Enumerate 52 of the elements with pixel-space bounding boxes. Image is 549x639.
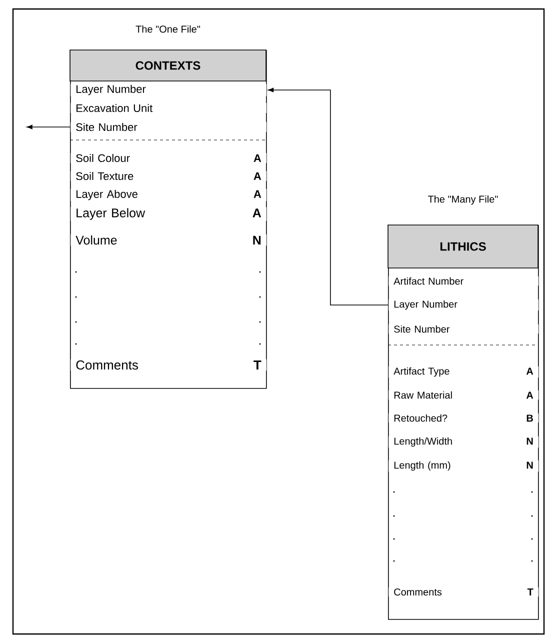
node-label: Comments	[76, 360, 138, 370]
node-label: Length (mm)	[394, 461, 450, 471]
node-label: Layer Below	[76, 208, 146, 220]
field-row: Comments T	[70, 359, 266, 371]
node-label: Artifact Type	[394, 367, 450, 377]
node-label: A	[254, 154, 262, 162]
field-row: Volume N	[70, 234, 266, 246]
node-label: T	[527, 588, 534, 596]
field-row: Excavation Unit	[70, 102, 266, 114]
node-label: Artifact Number	[394, 277, 464, 285]
field-row: Comments T	[388, 587, 538, 597]
field-row: Layer Number	[388, 299, 538, 311]
node-label: Soil Texture	[76, 172, 134, 180]
field-row: Layer Above A	[70, 188, 266, 202]
node-label: Comments	[394, 588, 442, 596]
field-row: Length (mm) N	[388, 460, 538, 472]
node-label: N	[253, 236, 261, 244]
node-label: T	[254, 360, 262, 370]
field-row: Layer Number	[70, 84, 266, 96]
node-label: A	[252, 208, 262, 218]
node-label: Site Number	[394, 325, 450, 333]
node-label: Site Number	[76, 122, 138, 132]
file-caption: The "Many File"	[428, 195, 498, 205]
field-row: Site Number	[70, 122, 266, 132]
arrow	[268, 88, 389, 306]
node-label: Layer Number	[394, 300, 458, 310]
arrow	[26, 124, 71, 130]
node-label: N	[526, 462, 533, 469]
node-label: Layer Above	[76, 190, 138, 200]
node-label: N	[526, 438, 533, 445]
field-row: Layer Below A	[70, 207, 266, 221]
node-label: A	[254, 172, 262, 180]
node-label: Volume	[76, 235, 117, 245]
field-row: Soil Colour A	[70, 152, 266, 164]
field-row: Artifact Number	[388, 276, 538, 286]
node-label: B	[526, 414, 533, 422]
field-row: Site Number	[388, 324, 538, 334]
field-row: Raw Material A	[388, 390, 538, 400]
field-row: Retouched? B	[388, 413, 538, 423]
node-label: Raw Material	[394, 391, 452, 399]
node-label: Soil Colour	[76, 154, 130, 162]
file-caption: The "One File"	[136, 25, 200, 33]
field-row: Length/Width N	[388, 436, 538, 448]
node-label: A	[526, 368, 534, 375]
node-label: Retouched?	[394, 414, 448, 422]
node-label: A	[526, 392, 534, 399]
field-row: Soil Texture A	[70, 170, 266, 182]
node-label: Layer Number	[76, 84, 146, 96]
node-label: Excavation Unit	[76, 104, 153, 112]
field-row: Artifact Type A	[388, 366, 538, 378]
node-label: Length/Width	[394, 437, 452, 447]
node-label: A	[254, 190, 262, 198]
